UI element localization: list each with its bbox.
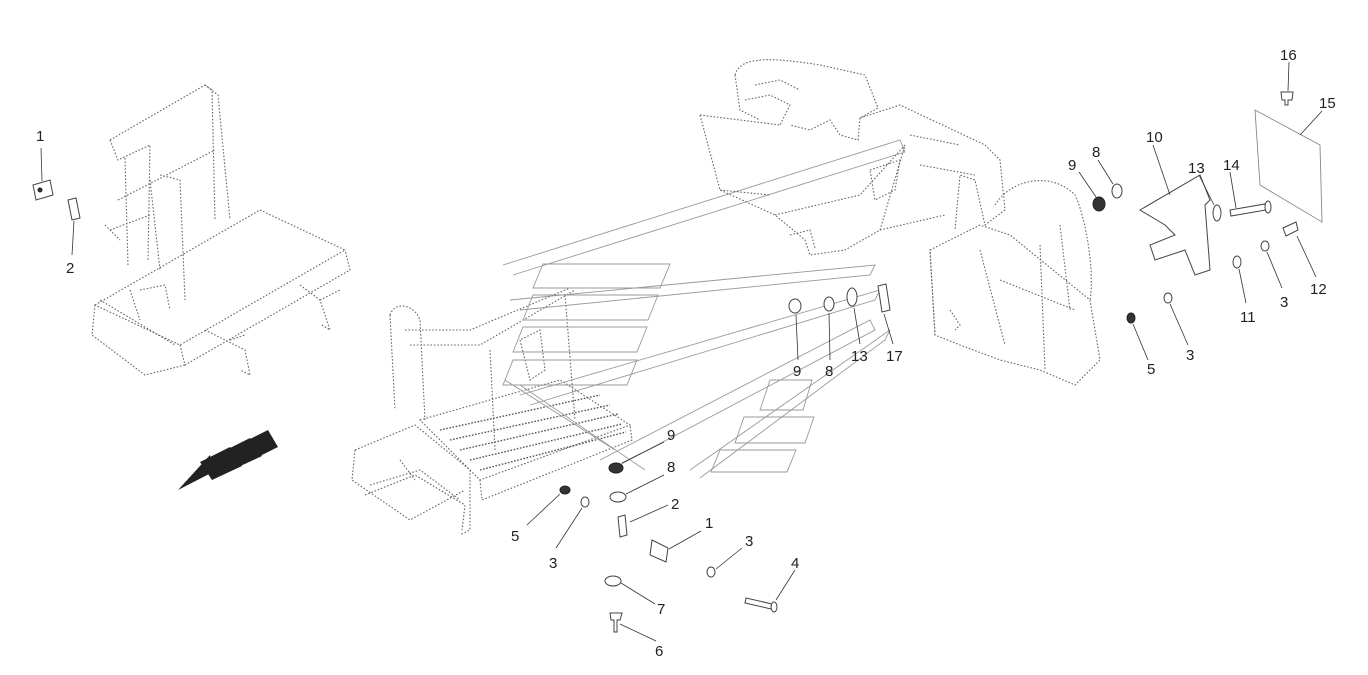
callout-5-center: 5 [511,528,519,545]
part-17 [877,283,891,313]
center-platform-assembly [351,287,633,536]
ghost-panels [502,139,906,479]
callout-16: 16 [1280,47,1297,64]
part-3-lower [706,566,716,578]
callout-11: 11 [1240,309,1256,326]
part-8-center [609,491,627,503]
callout-4: 4 [791,555,799,572]
part-16-bolt [1280,91,1294,106]
callout-5-right: 5 [1147,361,1155,378]
part-9-center [608,462,624,474]
rear-frame-assembly [699,59,1101,386]
leader-lines [40,61,1323,642]
callout-3-lower: 3 [745,533,753,550]
part-1-center [649,539,669,563]
callout-13-mid: 13 [851,348,868,365]
part-9-right [1092,196,1106,212]
callout-13-right: 13 [1188,160,1205,177]
part-2-left [67,197,81,221]
part-9-mid [788,298,802,314]
callout-2-left: 2 [66,260,74,277]
part-2-center [617,514,628,538]
callout-10: 10 [1146,129,1163,146]
part-8-right [1111,183,1123,199]
part-13-right [1212,204,1222,222]
callout-9-center: 9 [667,427,675,444]
callout-8-mid: 8 [825,363,833,380]
part-5-right [1126,312,1136,324]
part-13-mid [846,287,858,307]
part-7-washer [604,575,622,587]
part-3-center [580,496,590,508]
callout-8-center: 8 [667,459,675,476]
callout-17: 17 [886,348,903,365]
callout-1-left: 1 [36,128,44,145]
part-10-bracket [1139,174,1211,276]
part-5-center [559,485,571,495]
callout-14: 14 [1223,157,1240,174]
part-1-left [32,179,54,201]
part-11-washer [1232,255,1242,269]
part-15-plate [1254,109,1323,223]
part-6-bolt [609,612,623,633]
callout-2-center: 2 [671,496,679,513]
callout-15: 15 [1319,95,1336,112]
callout-1-center: 1 [705,515,713,532]
callout-9-mid: 9 [793,363,801,380]
callout-7: 7 [657,601,665,618]
callout-6: 6 [655,643,663,660]
part-8-mid [823,296,835,312]
callout-12: 12 [1310,281,1327,298]
callout-9-right: 9 [1068,157,1076,174]
callout-8-right: 8 [1092,144,1100,161]
left-platform-assembly [91,84,351,376]
direction-arrow [178,430,278,490]
part-3-right-b [1163,292,1173,304]
part-3-right-a [1260,240,1270,252]
callout-3-right-a: 3 [1280,294,1288,311]
part-12-bolt [1282,221,1299,237]
part-14-pin [1229,200,1272,217]
callout-3-center: 3 [549,555,557,572]
part-4-bolt [744,597,778,613]
callout-labels: 1 2 9 8 2 1 5 3 3 4 7 6 9 8 13 17 9 8 10… [36,47,1336,660]
callout-3-right-b: 3 [1186,347,1194,364]
